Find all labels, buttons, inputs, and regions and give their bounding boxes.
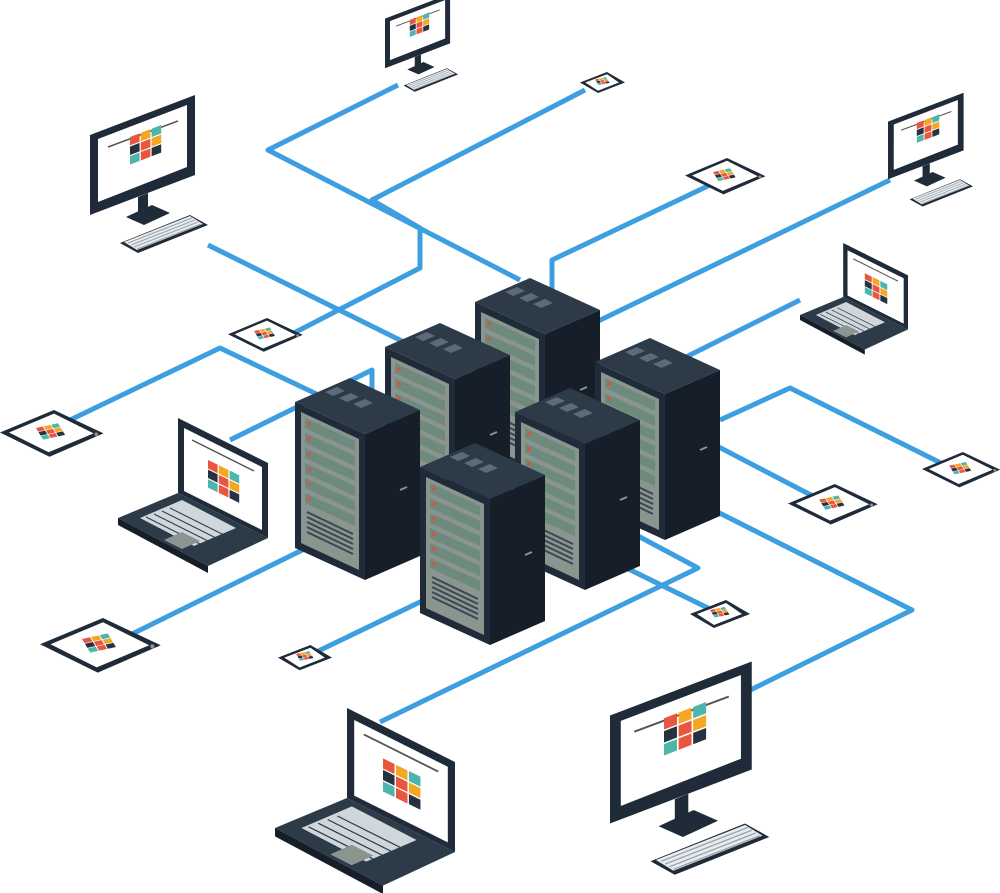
desktop-monitor-icon (90, 95, 208, 253)
tablet-icon (685, 158, 766, 195)
desktop-monitor-icon (610, 661, 770, 875)
keyboard-icon (403, 68, 459, 92)
desktop-monitor-icon (385, 0, 459, 92)
smartphone-icon (690, 600, 750, 628)
server-cluster (295, 278, 720, 645)
smartphone-icon (278, 645, 332, 671)
link-desktop-right (588, 177, 892, 328)
tablet-icon (40, 618, 161, 673)
laptop-icon (118, 418, 268, 573)
keyboard-icon (120, 215, 208, 253)
keyboard-icon (909, 179, 973, 207)
link-tablet-far-right (718, 385, 947, 468)
tablet-icon (788, 484, 878, 525)
tablet-icon (0, 410, 104, 457)
server-rack-icon (515, 388, 640, 590)
server-rack-icon (420, 443, 545, 645)
laptop-icon (275, 708, 455, 893)
link-top-phone (288, 87, 587, 338)
server-rack-icon (295, 378, 420, 580)
tablet-icon (922, 452, 1000, 488)
laptop-icon (800, 243, 908, 355)
link-left-desktop (206, 242, 422, 353)
link-desktop-bottom (648, 475, 915, 713)
link-tablet-left (68, 345, 352, 423)
tablet-icon (228, 318, 303, 352)
smartphone-icon (580, 72, 625, 93)
link-top-desktop (265, 82, 522, 283)
desktop-monitor-icon (888, 92, 973, 207)
link-tablet-top-right (549, 182, 712, 310)
keyboard-icon (650, 823, 770, 875)
